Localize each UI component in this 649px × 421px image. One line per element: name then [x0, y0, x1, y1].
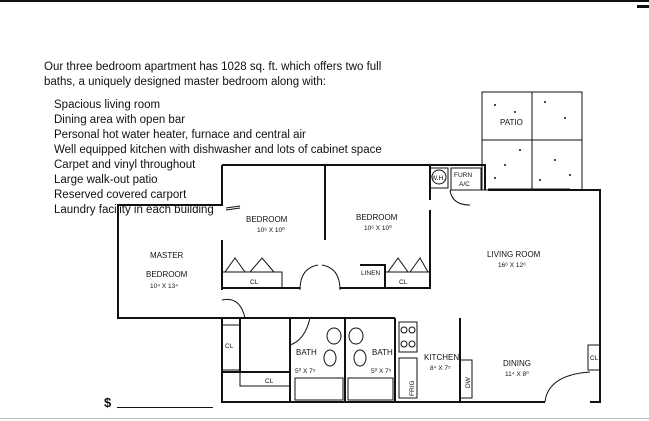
feature-list: Spacious living room Dining area with op…	[54, 98, 382, 218]
bottom-border	[0, 418, 649, 419]
label-cl-bed1: CL	[250, 279, 259, 286]
label-dining: DINING	[503, 359, 531, 368]
water-heater	[429, 167, 449, 189]
label-bath-2: BATH	[372, 348, 393, 357]
door-utility	[449, 189, 471, 206]
label-cl-master: CL	[265, 378, 274, 385]
label-wh: W.H.	[431, 175, 445, 182]
feature-item: Reserved covered carport	[54, 189, 187, 201]
price-line	[117, 407, 213, 408]
label-linen: LINEN	[361, 270, 380, 277]
fridge	[398, 357, 418, 399]
closet-left	[221, 324, 241, 371]
door-entry	[544, 371, 591, 403]
closet-master	[239, 371, 291, 387]
label-master-1: MASTER	[150, 251, 184, 260]
door-bath1	[289, 317, 311, 346]
label-kitchen: KITCHEN	[424, 353, 459, 362]
label-frig: FRIG	[409, 380, 416, 396]
size-dining: 11⁴ X 8⁰	[505, 370, 529, 378]
stove	[398, 321, 418, 353]
feature-item: Personal hot water heater, furnace and c…	[54, 129, 306, 141]
price-symbol: $	[104, 395, 112, 410]
label-bedroom-2: BEDROOM	[356, 213, 398, 222]
label-cl-bed2: CL	[399, 279, 408, 286]
door-master	[221, 298, 246, 319]
door-bed1	[299, 264, 319, 291]
label-ac: A/C	[459, 181, 470, 188]
label-dw: DW	[465, 376, 472, 388]
dishwasher	[459, 359, 473, 399]
closet-dining	[587, 344, 601, 371]
furnace	[450, 167, 482, 191]
size-bedroom-2: 10⁶ X 10⁰	[364, 224, 392, 232]
toilet-1	[323, 349, 337, 367]
label-living: LIVING ROOM	[487, 250, 541, 259]
corner-mark	[637, 5, 649, 8]
closet-bed2	[384, 271, 431, 289]
label-furn: FURN	[454, 172, 472, 179]
sink-2	[348, 327, 364, 345]
feature-item: Dining area with open bar	[54, 114, 186, 126]
door-bed2	[321, 264, 341, 291]
size-bath-1: 5⁰ X 7⁵	[295, 367, 316, 375]
bathtub-2	[347, 377, 394, 401]
feature-item: Carpet and vinyl throughout	[54, 159, 196, 171]
size-bath-2: 5⁰ X 7⁵	[371, 367, 392, 375]
label-patio: PATIO	[500, 118, 523, 127]
label-cl-dining: CL	[590, 355, 599, 362]
feature-item: Large walk-out patio	[54, 174, 158, 186]
intro-text: Our three bedroom apartment has 1028 sq.…	[44, 61, 382, 88]
wall-outer	[117, 165, 545, 403]
wall-utility	[430, 164, 486, 190]
label-cl-left: CL	[225, 343, 234, 350]
size-living: 16⁶ X 12⁶	[498, 262, 526, 269]
size-master: 10⁴ X 13⁴	[150, 283, 178, 290]
feature-item: Well equipped kitchen with dishwasher an…	[54, 144, 382, 156]
closet-bed1	[221, 271, 283, 289]
bathtub-1	[294, 377, 344, 401]
feature-item: Laundry facility in each building	[54, 204, 214, 216]
label-master-2: BEDROOM	[146, 270, 188, 279]
label-bedroom-1: BEDROOM	[246, 215, 288, 224]
feature-item: Spacious living room	[54, 99, 161, 111]
size-bedroom-1: 10⁶ X 10⁰	[257, 226, 285, 234]
sink-1	[326, 327, 342, 345]
size-kitchen: 8⁴ X 7⁵	[430, 365, 451, 372]
toilet-2	[353, 349, 367, 367]
top-border	[0, 0, 649, 2]
label-bath-1: BATH	[296, 348, 317, 357]
